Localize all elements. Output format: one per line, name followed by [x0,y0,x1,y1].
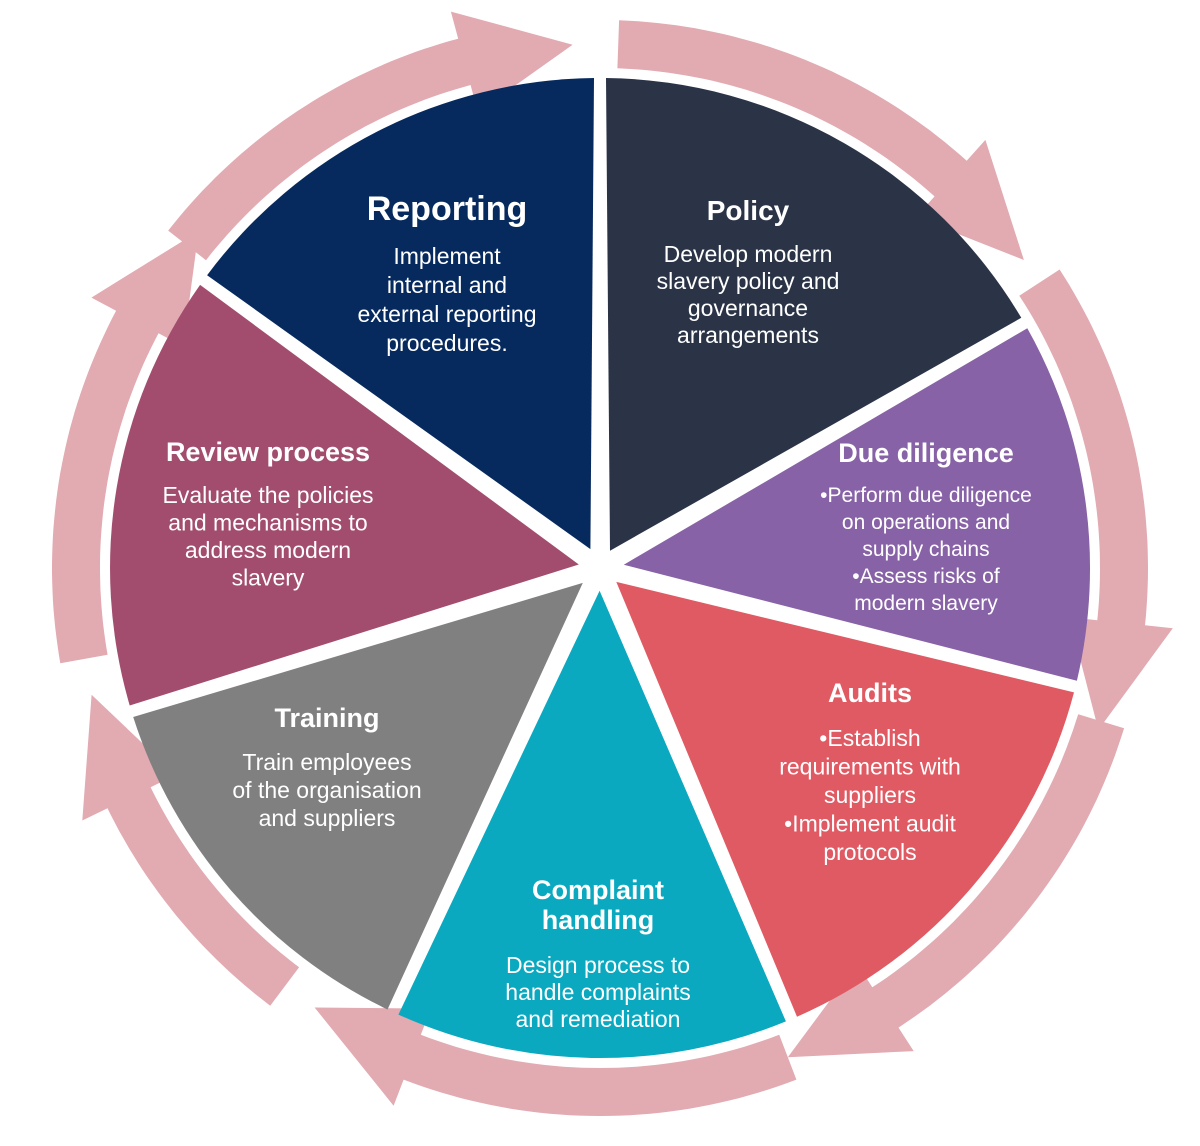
segment-text-line: protocols [823,839,916,865]
segment-text-line: •Implement audit [784,811,956,837]
segment-title-policy: Policy [707,195,790,226]
segment-text-line: of the organisation [232,777,421,803]
segment-text-line: and mechanisms to [168,510,367,536]
segment-text-line: requirements with [779,754,961,780]
segment-text-line: •Perform due diligence [820,484,1032,507]
segment-text-line: and remediation [516,1006,681,1032]
segment-title-training: Training [274,703,379,733]
segment-audits [616,581,1074,1017]
segment-text-line: handle complaints [505,979,690,1005]
segment-text-line: slavery [232,565,305,591]
segment-text-line: •Establish [819,725,920,751]
segment-text-line: Evaluate the policies [163,482,374,508]
segment-title-complaint-handling: Complaint [532,875,664,905]
segment-title-audits: Audits [828,678,912,708]
segment-text-line: suppliers [824,782,916,808]
segment-text-line: address modern [185,537,351,563]
segment-text-line: external reporting [358,301,537,327]
segment-title-reporting: Reporting [367,190,528,228]
segment-text-line: procedures. [386,330,507,356]
segment-text-line: and suppliers [259,805,396,831]
segment-reporting [207,78,594,550]
segment-text-line: slavery policy and [657,268,840,294]
segment-text-line: Develop modern [664,241,833,267]
cycle-segments [110,78,1091,1059]
segment-text-line: Implement [393,243,501,269]
segment-text-line: Design process to [506,952,690,978]
segment-text-line: Train employees [242,749,411,775]
cycle-arrow-6 [82,694,300,1006]
cycle-arrow-3 [1019,269,1173,730]
cycle-arrow-1 [168,11,573,261]
segment-title-due-diligence: Due diligence [838,438,1014,468]
segment-policy [606,78,1022,551]
segment-label-due-diligence: Due diligence •Perform due diligence on op… [820,438,1032,615]
cycle-arrow-4 [787,714,1125,1058]
segment-text-line: modern slavery [854,592,998,615]
segment-complaint-handling [398,590,786,1059]
segment-title-complaint-handling: handling [542,905,654,935]
segment-text-line: arrangements [677,322,819,348]
cycle-arrows [52,11,1173,1116]
cycle-arrow-7 [52,231,199,664]
cycle-arrow-2 [617,20,1024,260]
segment-training [133,582,583,1010]
segment-title-review-process: Review process [166,437,370,467]
segment-text-line: internal and [387,272,507,298]
cycle-arrow-5 [314,1007,797,1116]
segment-text-line: on operations and [842,511,1010,534]
segment-review-process [110,284,579,706]
segment-text-line: •Assess risks of [852,565,1000,588]
segment-text-line: supply chains [862,538,989,561]
segment-text-line: governance [688,295,808,321]
segment-label-audits: Audits •Establish requirements withsupplie… [779,678,961,865]
segment-due-diligence [623,328,1091,681]
